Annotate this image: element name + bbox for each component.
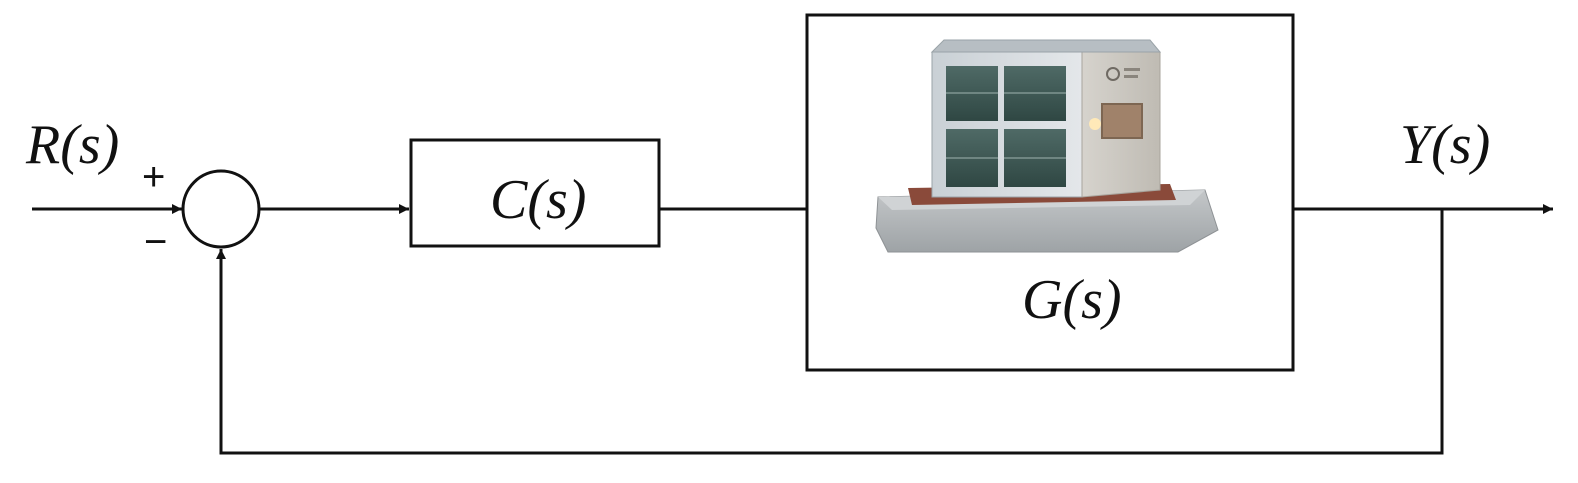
input-label: R(s) [25,114,119,176]
controller-block [409,138,661,248]
summing-junction [181,169,261,249]
controller-label: C(s) [490,169,586,231]
sum-minus-sign: − [144,220,167,264]
building-model-icon [875,39,1219,253]
sum-plus-sign: + [142,155,165,199]
output-label: Y(s) [1400,114,1490,176]
plant-label: G(s) [1022,269,1122,331]
feedback-path [216,209,1444,455]
